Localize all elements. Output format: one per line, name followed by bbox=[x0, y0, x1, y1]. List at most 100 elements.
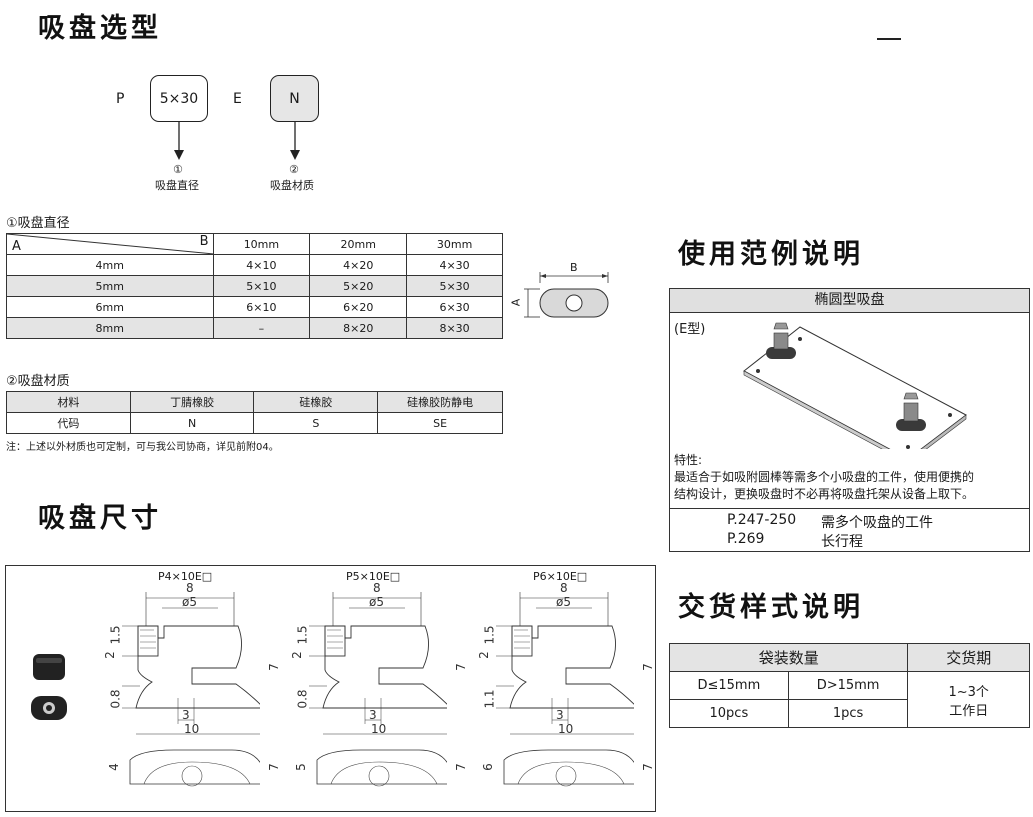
usage-panel-title: 椭圆型吸盘 bbox=[670, 289, 1029, 313]
dimension-label: 2 bbox=[476, 651, 491, 659]
dimension-label: 1.1 bbox=[482, 689, 497, 709]
material-code: S bbox=[253, 412, 379, 434]
material-code: 代码 bbox=[6, 412, 131, 434]
code-middle: E bbox=[233, 91, 242, 107]
diameter-heading: ①吸盘直径 bbox=[6, 216, 70, 231]
col-header: 20mm bbox=[309, 233, 408, 255]
dimension-label: 7 bbox=[453, 763, 468, 771]
label1-text: 吸盘直径 bbox=[155, 179, 199, 192]
ref-desc: 长行程 bbox=[821, 534, 863, 550]
table-cell: 8×30 bbox=[406, 317, 503, 339]
diameter-table: A B 10mm 20mm 30mm 4mm 4×10 4×20 4×30 5m… bbox=[6, 233, 503, 339]
dimension-label: 1.5 bbox=[482, 625, 497, 645]
dimension-label: 10 bbox=[558, 722, 574, 736]
delivery-header-qty: 袋装数量 bbox=[668, 643, 909, 672]
delivery-qty: 1pcs bbox=[787, 699, 909, 728]
material-header: 丁腈橡胶 bbox=[129, 391, 255, 413]
table-cell: 6×20 bbox=[309, 296, 408, 318]
delivery-table: 袋装数量 交货期 D≤15mm D>15mm 1~3个 工作日 10pcs 1p… bbox=[668, 643, 1030, 728]
col-header: 10mm bbox=[212, 233, 311, 255]
table-cell: 8×20 bbox=[309, 317, 408, 339]
corner-cell: A B bbox=[6, 233, 214, 255]
material-header: 硅橡胶 bbox=[253, 391, 379, 413]
delivery-time-line: 1~3个 bbox=[948, 684, 989, 700]
dimension-label: 7 bbox=[640, 663, 655, 671]
dimension-label: 7 bbox=[266, 663, 281, 671]
feature-heading: 特性: bbox=[674, 453, 703, 467]
diagram-label-b: B bbox=[570, 261, 578, 274]
delivery-header-time: 交货期 bbox=[907, 643, 1030, 672]
material-header: 硅橡胶防静电 bbox=[377, 391, 503, 413]
dimension-label: 1.5 bbox=[295, 625, 310, 645]
figure-title: P4×10E□ bbox=[158, 570, 213, 583]
dimension-label: ø5 bbox=[556, 595, 571, 609]
row-header: 6mm bbox=[6, 296, 214, 318]
ref-desc: 需多个吸盘的工件 bbox=[821, 515, 933, 531]
delivery-time-line: 工作日 bbox=[949, 703, 989, 719]
dimension-label: 3 bbox=[369, 708, 377, 722]
dimension-label: 7 bbox=[640, 763, 655, 771]
code-box-diameter: 5×30 bbox=[150, 75, 208, 122]
dimension-label: 0.8 bbox=[295, 689, 310, 709]
delivery-cond: D>15mm bbox=[787, 671, 909, 700]
col-header: 30mm bbox=[406, 233, 503, 255]
dimension-label: 3 bbox=[556, 708, 564, 722]
material-header: 材料 bbox=[6, 391, 131, 413]
dimension-label: 10 bbox=[184, 722, 200, 736]
title-usage: 使用范例说明 bbox=[678, 239, 864, 270]
dimension-label: 5 bbox=[293, 763, 308, 771]
corner-b: B bbox=[199, 234, 209, 249]
row-header: 8mm bbox=[6, 317, 214, 339]
table-cell: 4×20 bbox=[309, 254, 408, 276]
dimensions-panel: P4×10E□ P5×10E□ P6×10E□ bbox=[5, 565, 656, 812]
dimension-label: 6 bbox=[480, 763, 495, 771]
code-box-material: N bbox=[270, 75, 319, 122]
usage-divider bbox=[670, 508, 1029, 509]
corner-a: A bbox=[12, 239, 21, 254]
figure-title: P5×10E□ bbox=[346, 570, 401, 583]
dimension-label: 3 bbox=[182, 708, 190, 722]
dimension-label: 7 bbox=[453, 663, 468, 671]
label2-number: ② bbox=[289, 163, 299, 176]
code-arrows bbox=[174, 122, 300, 160]
table-cell: 5×30 bbox=[406, 275, 503, 297]
row-header: 4mm bbox=[6, 254, 214, 276]
pad-drawing bbox=[496, 592, 634, 787]
dimension-label: 8 bbox=[186, 581, 194, 595]
corner-diagonal bbox=[7, 234, 214, 254]
type-label: (E型) bbox=[674, 322, 706, 337]
material-heading: ②吸盘材质 bbox=[6, 374, 70, 389]
dimension-label: ø5 bbox=[369, 595, 384, 609]
material-code: N bbox=[129, 412, 255, 434]
diagram-label-a: A bbox=[509, 298, 523, 307]
delivery-cond: D≤15mm bbox=[669, 671, 789, 700]
table-cell: 4×10 bbox=[212, 254, 311, 276]
delivery-qty: 10pcs bbox=[669, 699, 789, 728]
material-note: 注：上述以外材质也可定制，可与我公司协商，详见前附04。 bbox=[6, 442, 279, 453]
usage-panel: 椭圆型吸盘 (E型) 特性: 最适合于如吸附圆棒等需多个小吸盘的工件，使用便携的… bbox=[669, 288, 1030, 552]
code-prefix: P bbox=[116, 91, 125, 107]
table-cell: 5×10 bbox=[212, 275, 311, 297]
material-code: SE bbox=[377, 412, 503, 434]
row-header: 5mm bbox=[6, 275, 214, 297]
pad-drawing bbox=[309, 592, 447, 787]
dimension-label: 0.8 bbox=[108, 689, 123, 709]
table-cell: 4×30 bbox=[406, 254, 503, 276]
figure-title: P6×10E□ bbox=[533, 570, 588, 583]
oval-pad-diagram bbox=[524, 272, 609, 318]
dimension-label: 7 bbox=[266, 763, 281, 771]
ref-page: P.269 bbox=[727, 531, 765, 547]
dimension-label: 1.5 bbox=[108, 625, 123, 645]
pad-drawing bbox=[122, 592, 260, 787]
suction-pad-photo bbox=[31, 654, 67, 720]
title-selection: 吸盘选型 bbox=[38, 13, 162, 44]
title-dimensions: 吸盘尺寸 bbox=[38, 503, 162, 534]
dimension-label: 10 bbox=[371, 722, 387, 736]
table-cell: 5×20 bbox=[309, 275, 408, 297]
divider bbox=[877, 38, 901, 40]
feature-line: 最适合于如吸附圆棒等需多个小吸盘的工件，使用便携的 bbox=[674, 470, 975, 484]
ref-page: P.247-250 bbox=[727, 512, 797, 528]
dimension-label: 2 bbox=[289, 651, 304, 659]
dimension-label: ø5 bbox=[182, 595, 197, 609]
dimension-label: 8 bbox=[560, 581, 568, 595]
